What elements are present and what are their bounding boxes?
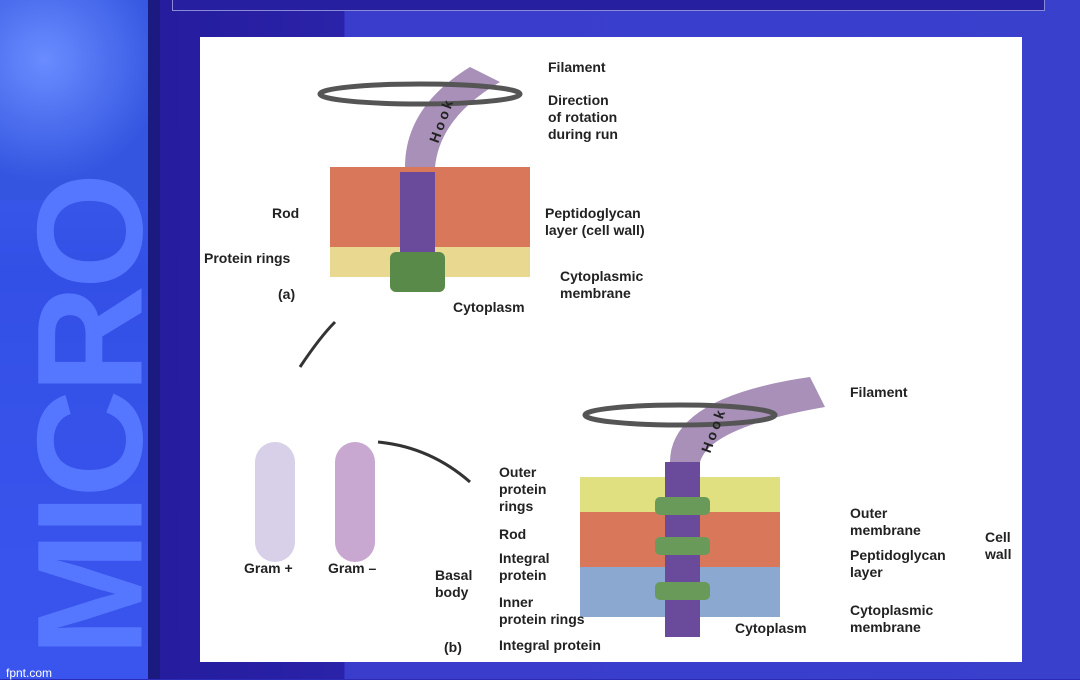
label-membrane-b: Cytoplasmic membrane — [850, 602, 934, 635]
panel-a-label: (a) — [278, 286, 296, 302]
diagram-art — [255, 67, 825, 637]
gram-positive-cell — [255, 442, 295, 562]
label-rod-a: Rod — [272, 205, 300, 221]
label-membrane-a: Cytoplasmic membrane — [560, 268, 644, 301]
label-rod-b: Rod — [499, 526, 527, 542]
arrow-b — [377, 440, 471, 484]
label-integral-protein-2: Integral protein — [499, 637, 601, 653]
label-outer-rings: Outer protein rings — [499, 464, 547, 514]
footer-credit: fpnt.com — [6, 666, 53, 680]
label-peptidoglycan-b: Peptidoglycan layer — [850, 547, 946, 580]
label-outer-membrane: Outer membrane — [850, 505, 921, 538]
label-gram-positive: Gram + — [244, 560, 293, 576]
label-basal-body: Basal body — [435, 567, 473, 600]
label-integral-protein: Integral protein — [499, 550, 550, 583]
middle-ring-b — [655, 537, 710, 555]
panel-b-label: (b) — [444, 639, 462, 655]
label-direction: Direction of rotation during run — [548, 92, 618, 142]
rotation-ring-a — [317, 81, 523, 107]
sidebar-decoration: MICRO — [0, 0, 148, 679]
label-cell-wall: Cell wall — [985, 529, 1012, 562]
gram-negative-cell — [335, 442, 375, 562]
outer-ring-b — [655, 497, 710, 515]
arrow-a — [298, 320, 337, 368]
label-cytoplasm-b: Cytoplasm — [735, 620, 807, 636]
label-protein-rings: Protein rings — [204, 250, 291, 266]
protein-rings-a — [390, 252, 445, 292]
hook-a — [405, 67, 500, 167]
label-peptidoglycan-a: Peptidoglycan layer (cell wall) — [545, 205, 645, 238]
label-filament-a: Filament — [548, 59, 606, 75]
title-box — [172, 0, 1045, 11]
label-cytoplasm-a: Cytoplasm — [453, 299, 525, 315]
hook-b — [670, 377, 825, 462]
rotation-ring-b — [582, 402, 778, 428]
inner-ring-b — [655, 582, 710, 600]
micro-watermark: MICRO — [5, 176, 149, 657]
label-filament-b: Filament — [850, 384, 908, 400]
label-inner-rings: Inner protein rings — [499, 594, 585, 627]
divider — [148, 0, 160, 679]
label-gram-negative: Gram – — [328, 560, 377, 576]
flagellum-diagram: Hook Hook Filament Direction of rotation… — [200, 37, 1022, 662]
